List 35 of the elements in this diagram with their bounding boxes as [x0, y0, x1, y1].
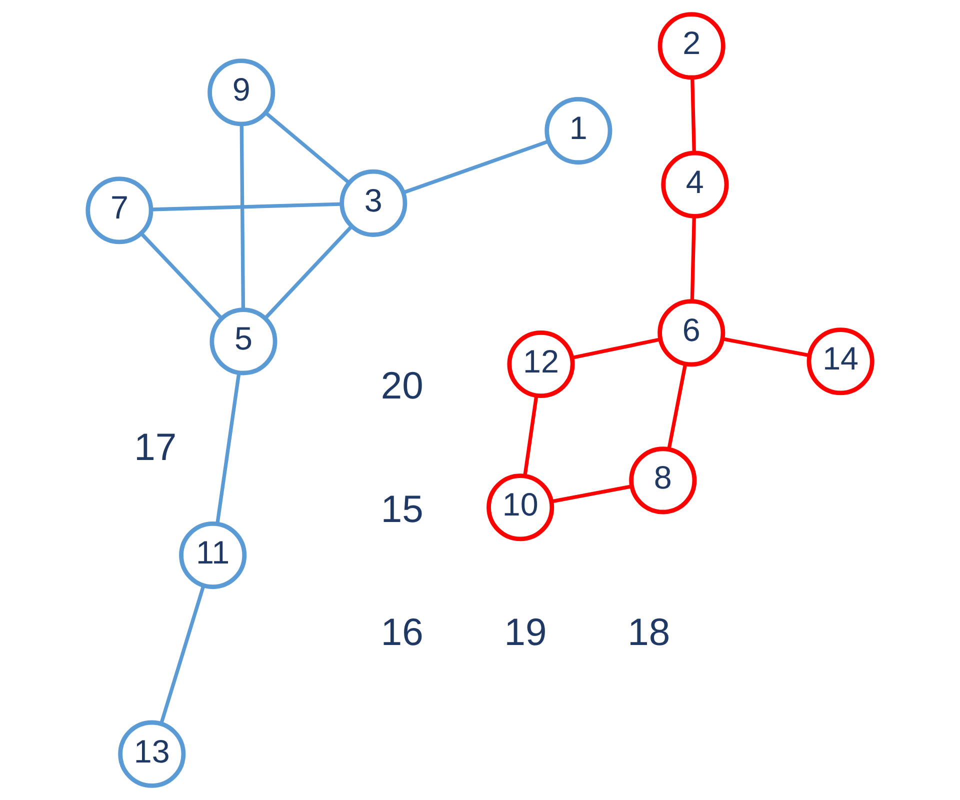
- node-circle: 6: [658, 299, 726, 367]
- connector: [264, 225, 353, 320]
- label: 15: [380, 488, 424, 531]
- label: 19: [504, 611, 547, 654]
- node-circle: 4: [661, 150, 729, 218]
- label: 20: [380, 364, 424, 408]
- node-circle: 14: [806, 328, 874, 396]
- connector: [140, 232, 223, 320]
- node-circle: 12: [507, 330, 575, 398]
- node-circle: 7: [86, 176, 154, 244]
- node-circle: 13: [118, 720, 186, 788]
- node-circle: 8: [629, 446, 697, 514]
- node-circle: 3: [340, 169, 408, 237]
- connector: [159, 584, 206, 724]
- connector: [690, 216, 696, 301]
- connector: [264, 112, 350, 184]
- connector: [722, 337, 810, 358]
- label: 18: [628, 611, 670, 654]
- node-circle: 10: [486, 474, 554, 542]
- connector: [402, 140, 550, 194]
- node-circle: 1: [544, 97, 612, 165]
- connector: [240, 124, 246, 310]
- node-circle: 9: [208, 58, 276, 126]
- connector: [523, 396, 538, 476]
- node-circle: 2: [658, 12, 726, 80]
- connector: [572, 338, 661, 360]
- label: 16: [380, 611, 424, 654]
- connector: [151, 202, 342, 212]
- node-circle: 5: [210, 308, 278, 376]
- label: 17: [134, 426, 177, 470]
- connector: [552, 484, 632, 504]
- connector: [667, 364, 688, 450]
- node-circle: 11: [179, 522, 247, 590]
- connector: [690, 78, 696, 153]
- connector: [216, 372, 241, 524]
